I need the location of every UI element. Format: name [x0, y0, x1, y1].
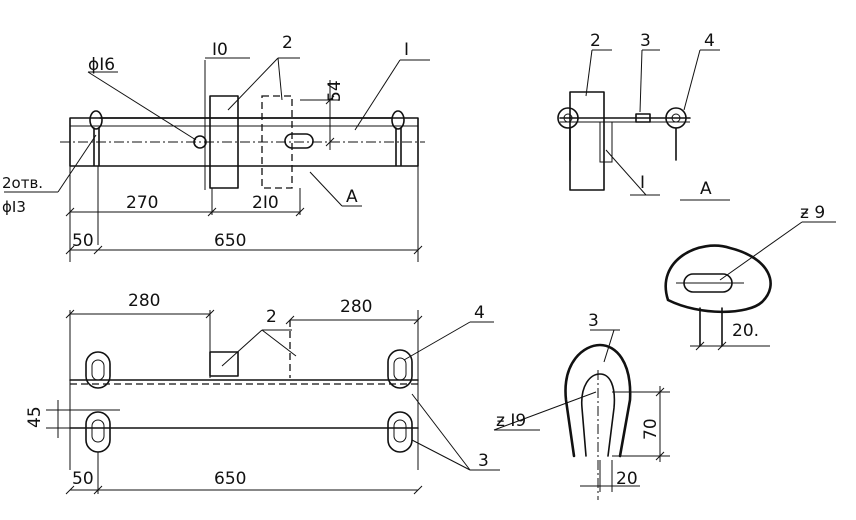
side-label-4: 4 — [704, 31, 715, 51]
label-210: 2I0 — [252, 193, 279, 213]
label-A-mark: A — [346, 187, 358, 207]
side-view: 2 3 4 I A — [557, 31, 730, 201]
label-650-bottom: 650 — [214, 469, 246, 489]
label-50-top: 50 — [72, 231, 94, 251]
leader-A — [309, 171, 343, 207]
view-A-title: A — [700, 179, 712, 199]
label-270: 270 — [126, 193, 158, 213]
side-label-1: I — [640, 173, 645, 193]
side-label-3: 3 — [640, 31, 651, 51]
plan-view: 280 280 2 4 45 3 50 650 — [25, 291, 500, 495]
label-45: 45 — [25, 406, 45, 428]
leader-r9 — [719, 221, 803, 281]
leader-1 — [354, 59, 401, 131]
detail-3-outer — [564, 343, 632, 458]
label-650-top: 650 — [214, 231, 246, 251]
left-eye — [557, 107, 579, 129]
label-plan-2: 2 — [266, 307, 277, 327]
leader-holes — [57, 134, 97, 193]
plan-link-tl — [85, 351, 111, 389]
right-hook — [391, 110, 405, 166]
leader-dia16 — [87, 71, 197, 141]
label-holes-dia: ϕI3 — [2, 198, 26, 216]
detail-3: 3 ƶ I9 70 20 — [493, 311, 670, 500]
side-label-2: 2 — [590, 31, 601, 51]
plate-solid — [209, 95, 239, 189]
leader-r19 — [493, 391, 597, 431]
front-view: ϕI6 I0 2 I 54 2отв. ϕI3 270 2I0 A 50 650 — [2, 33, 430, 262]
label-50-bottom: 50 — [72, 469, 94, 489]
leader-2b — [277, 57, 283, 101]
leader-2a — [227, 57, 279, 111]
plan-link-bl — [85, 411, 111, 453]
side-plate — [569, 91, 605, 191]
side-bracket — [599, 121, 613, 163]
label-item2: 2 — [282, 33, 293, 53]
side-turnbuckle — [635, 113, 651, 123]
label-20b: 20 — [616, 469, 638, 489]
label-r9: ƶ 9 — [800, 203, 825, 223]
detail-3-inner — [580, 373, 616, 457]
label-plan-4: 4 — [474, 303, 485, 323]
plate-hidden — [261, 95, 293, 189]
plan-plate — [209, 351, 239, 377]
label-r19: ƶ I9 — [496, 411, 526, 431]
label-item1: I — [404, 40, 409, 60]
label-plan-3: 3 — [478, 451, 489, 471]
plan-link-tr — [387, 349, 413, 389]
label-dia16: ϕI6 — [88, 55, 115, 75]
left-hook — [89, 110, 103, 166]
plan-link-br — [387, 411, 413, 453]
label-280-left: 280 — [128, 291, 160, 311]
slot-hole — [284, 133, 314, 149]
label-20a: 20. — [732, 321, 759, 341]
label-10: I0 — [212, 40, 228, 60]
view-A: ƶ 9 20. — [664, 203, 836, 351]
round-hole — [193, 135, 207, 149]
label-holes-count: 2отв. — [2, 174, 43, 192]
label-70: 70 — [641, 418, 661, 440]
label-280-right: 280 — [340, 297, 372, 317]
label-det-3: 3 — [588, 311, 599, 331]
label-54: 54 — [325, 80, 345, 102]
